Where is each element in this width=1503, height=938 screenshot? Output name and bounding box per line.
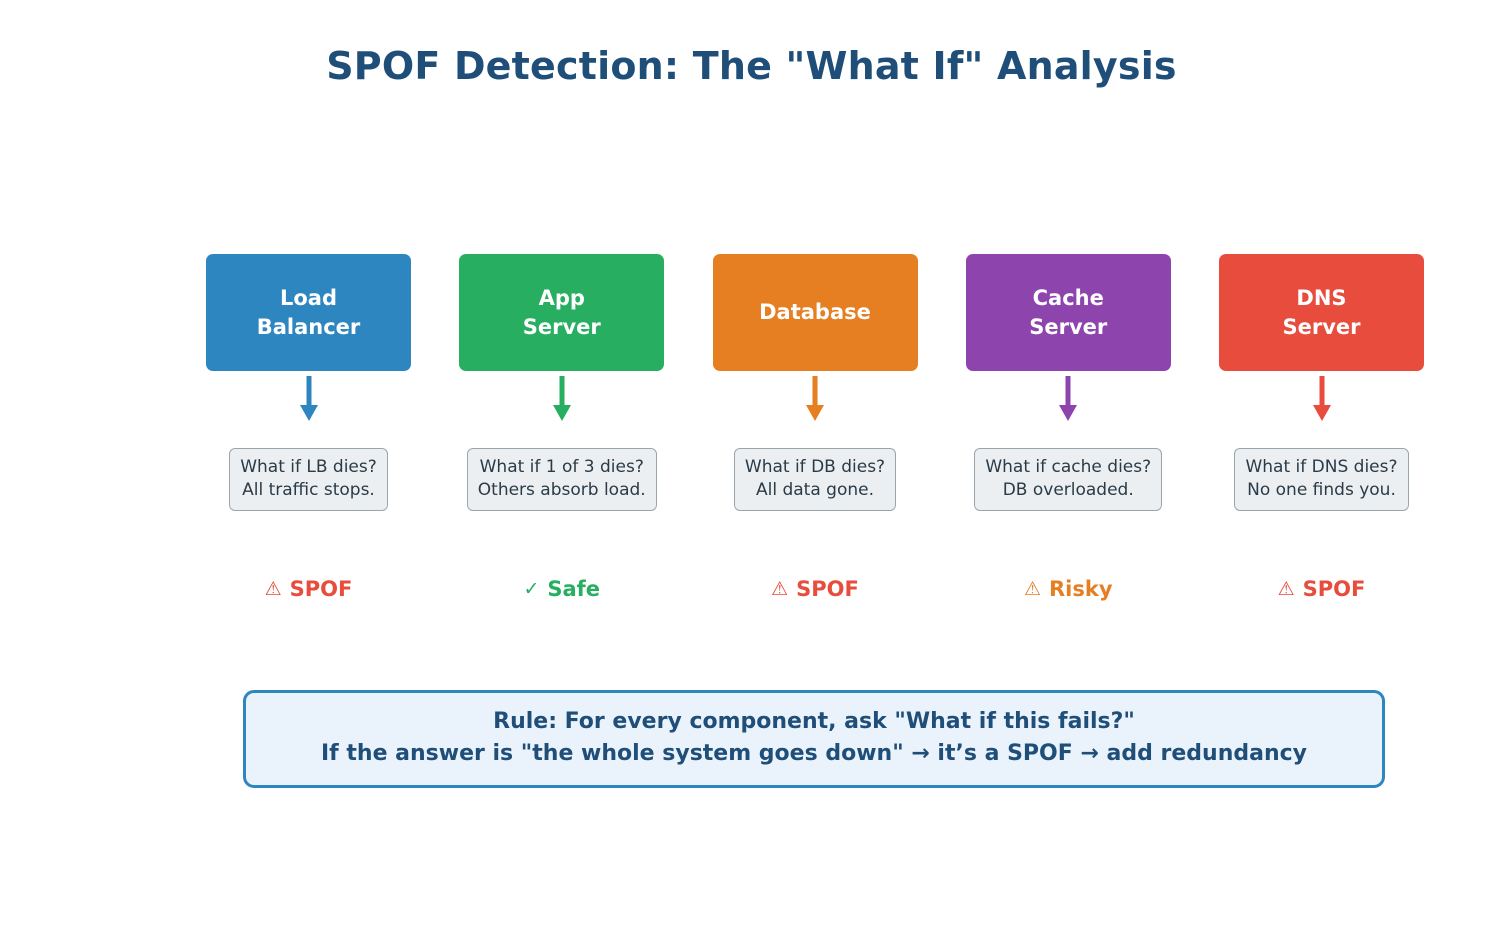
verdict-database: ⚠ SPOF: [771, 577, 859, 601]
question-box-cache-server: What if cache dies? DB overloaded.: [974, 448, 1163, 511]
question-wrap: What if DNS dies? No one finds you.: [1234, 448, 1409, 511]
node-box-dns-server[interactable]: DNS Server: [1219, 254, 1424, 371]
question-wrap: What if LB dies? All traffic stops.: [229, 448, 388, 511]
check-icon: ✓: [523, 578, 540, 600]
node-box-database[interactable]: Database: [712, 254, 918, 371]
arrow-down-icon: [1312, 376, 1331, 421]
question-wrap: What if 1 of 3 dies? Others absorb load.: [466, 448, 657, 511]
verdict-label: SPOF: [796, 577, 859, 601]
question-box-database: What if DB dies? All data gone.: [733, 448, 897, 511]
node-box-cache-server[interactable]: Cache Server: [965, 254, 1171, 371]
verdict-label: SPOF: [1302, 577, 1366, 601]
verdict-cache-server: ⚠ Risky: [1024, 577, 1113, 601]
arrow-down-icon: [806, 376, 824, 421]
arrow-down-icon: [299, 376, 318, 421]
page-title: SPOF Detection: The "What If" Analysis: [326, 44, 1177, 88]
warning-triangle-icon: ⚠: [1023, 578, 1041, 600]
node-label: Load Balancer: [256, 285, 361, 339]
question-box-app-server: What if 1 of 3 dies? Others absorb load.: [466, 448, 657, 511]
rule-line-2: If the answer is "the whole system goes …: [320, 740, 1308, 766]
warning-triangle-icon: ⚠: [1277, 578, 1295, 600]
rule-callout: Rule: For every component, ask "What if …: [243, 690, 1385, 788]
node-label: Cache Server: [1029, 285, 1108, 339]
node-label: App Server: [522, 285, 601, 339]
warning-triangle-icon: ⚠: [771, 578, 789, 600]
node-box-load-balancer[interactable]: Load Balancer: [206, 254, 411, 371]
node-label: DNS Server: [1282, 285, 1361, 339]
verdict-label: SPOF: [289, 577, 353, 601]
question-wrap: What if DB dies? All data gone.: [733, 448, 897, 511]
verdict-load-balancer: ⚠ SPOF: [265, 577, 353, 601]
verdict-label: Risky: [1049, 577, 1113, 601]
question-wrap: What if cache dies? DB overloaded.: [974, 448, 1163, 511]
verdict-app-server: ✓ Safe: [523, 577, 600, 601]
arrow-down-icon: [552, 376, 571, 421]
warning-triangle-icon: ⚠: [264, 578, 282, 600]
verdict-dns-server: ⚠ SPOF: [1278, 577, 1366, 601]
node-box-app-server[interactable]: App Server: [459, 254, 665, 371]
question-box-dns-server: What if DNS dies? No one finds you.: [1234, 448, 1409, 511]
question-box-load-balancer: What if LB dies? All traffic stops.: [229, 448, 388, 511]
arrow-down-icon: [1059, 376, 1078, 421]
node-label: Database: [759, 300, 871, 325]
rule-line-1: Rule: For every component, ask "What if …: [493, 709, 1135, 734]
verdict-label: Safe: [547, 577, 601, 601]
